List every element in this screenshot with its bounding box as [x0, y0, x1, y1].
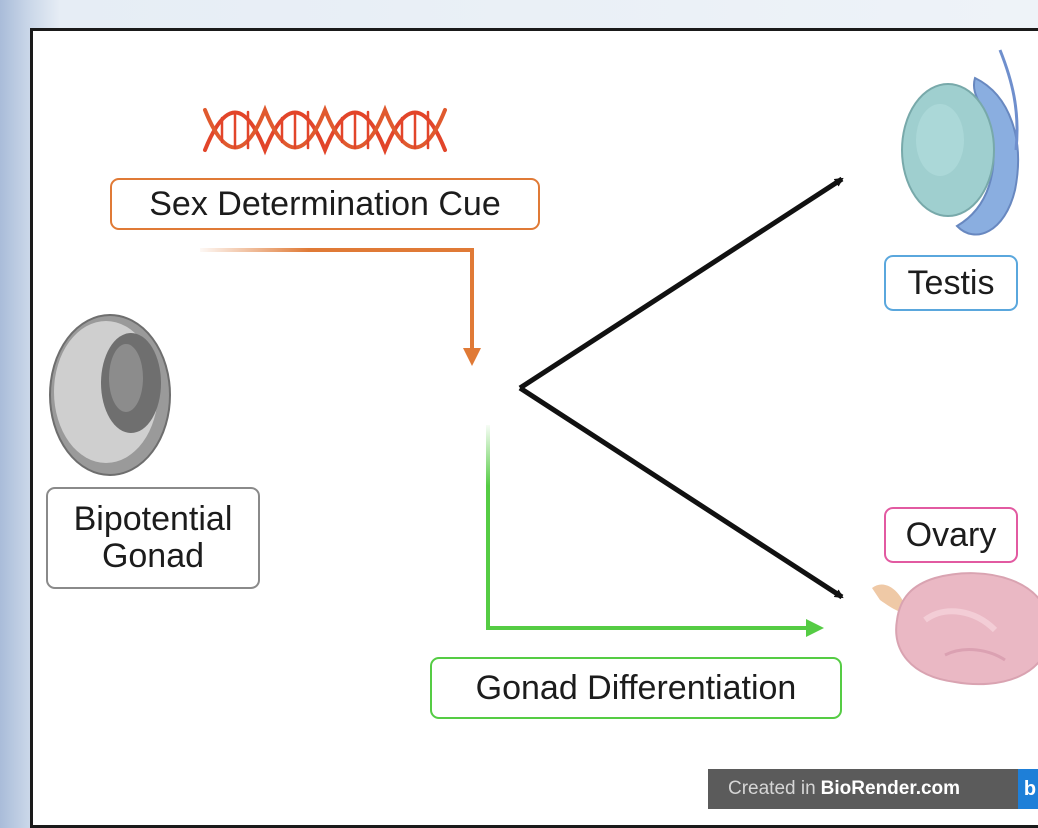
- testis-arrow: [518, 176, 844, 391]
- credit-brand: BioRender.com: [820, 778, 961, 799]
- diagram-canvas: [49, 49, 1038, 686]
- biorender-badge[interactable]: b: [1018, 769, 1038, 809]
- cue-arrowhead: [463, 348, 481, 366]
- bipotential-gonad-label-line2: Gonad: [101, 537, 205, 575]
- credit-prefix: Created in: [728, 778, 816, 799]
- ovary-icon: [872, 572, 1038, 686]
- sex-determination-cue-label: Sex Determination Cue: [110, 178, 540, 230]
- bipotential-gonad-label: Bipotential Gonad: [46, 487, 260, 589]
- gonad-differentiation-label: Gonad Differentiation: [430, 657, 842, 719]
- ovary-label: Ovary: [884, 507, 1018, 563]
- ovary-arrow: [518, 385, 844, 600]
- differentiation-arrowhead: [806, 619, 824, 637]
- cue-arrow: [200, 248, 474, 352]
- differentiation-arrow: [486, 425, 808, 630]
- bipotential-gonad-label-line1: Bipotential: [73, 500, 233, 539]
- bipotential-gonad-icon: [49, 314, 171, 476]
- dna-icon: [203, 104, 447, 156]
- testis-label: Testis: [884, 255, 1018, 311]
- testis-icon: [901, 49, 1019, 236]
- biorender-credit[interactable]: Created in BioRender.com: [708, 769, 1038, 809]
